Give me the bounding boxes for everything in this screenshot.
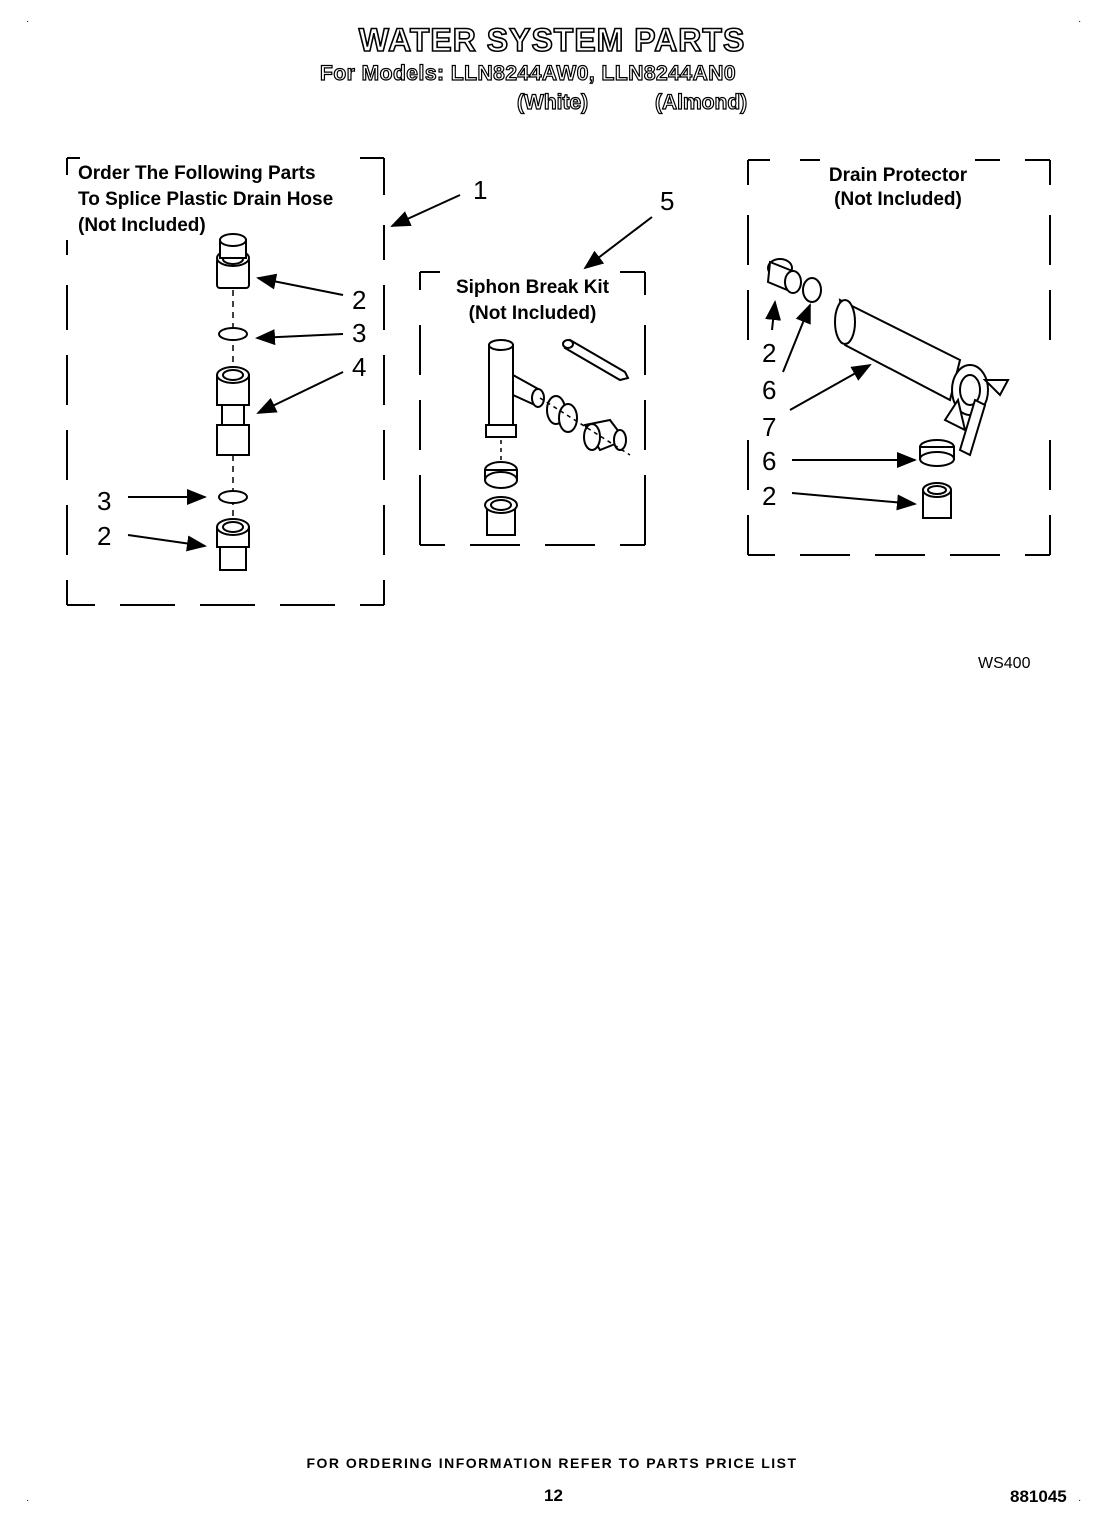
siphon-panel-frame [419,271,646,546]
color-white-label: (White) [516,90,589,114]
arrow-1 [390,194,461,227]
arrow-splice-2a [256,273,344,296]
arrow-drain-2a [765,300,782,331]
splice-heading-line2: To Splice Plastic Drain Hose [78,189,334,210]
drain-connector-bottom [922,482,952,519]
callout-drain-2a: 2 [762,338,777,368]
splice-panel-heading: Order The Following Parts To Splice Plas… [78,161,333,239]
splice-clamp-top [218,327,248,341]
page-number: 12 [544,1486,563,1505]
models-line: For Models: LLN8244AW0, LLN8244AN0 [319,61,737,85]
siphon-heading-line1: Siphon Break Kit [455,277,610,298]
arrow-splice-3a [255,329,344,346]
splice-connector-top [216,233,250,289]
callout-splice-3a: 3 [352,318,367,348]
ordering-note: FOR ORDERING INFORMATION REFER TO PARTS … [306,1455,798,1471]
siphon-panel-heading: Siphon Break Kit (Not Included) [420,275,645,327]
registration-mark: · [1078,16,1082,27]
siphon-clamp-side [546,395,578,433]
splice-connector-bottom [216,518,250,571]
drain-clamp-bottom [919,439,955,467]
drain-clamp-top [802,277,822,303]
arrow-5 [583,216,653,270]
registration-mark: · [26,16,30,27]
siphon-tee [485,339,545,438]
arrow-drain-6a [782,303,811,373]
splice-panel-frame [66,157,385,606]
arrow-drain-2b [791,492,917,511]
splice-clamp-bottom [218,490,248,504]
siphon-tie [562,338,630,382]
splice-heading-line1: Order The Following Parts [78,163,316,184]
document-number: 881045 [1010,1487,1067,1506]
callout-drain-2b: 2 [762,481,777,511]
callout-drain-7: 7 [762,412,777,442]
page-title: WATER SYSTEM PARTS [358,21,746,59]
registration-mark: · [26,1495,30,1506]
siphon-clamp-bottom [484,461,518,489]
callout-splice-2b: 2 [97,521,112,551]
splice-coupler [216,366,250,456]
arrow-splice-4 [256,371,344,414]
callout-1: 1 [473,175,488,205]
drain-heading-line1: Drain Protector [828,165,968,186]
callout-drain-6b: 6 [762,446,777,476]
callout-splice-4: 4 [352,352,367,382]
drain-connector-top [766,258,802,294]
color-almond-label: (Almond) [654,90,748,114]
drain-body [834,298,1010,457]
drain-panel-heading: Drain Protector (Not Included) [748,164,1048,212]
siphon-connector-bottom [484,496,518,536]
siphon-connector-side [583,418,627,452]
callout-splice-2a: 2 [352,285,367,315]
splice-heading-line3: (Not Included) [78,215,206,236]
drain-heading-line2: (Not Included) [834,189,962,210]
callout-5: 5 [660,186,675,216]
figure-code: WS400 [978,655,1031,672]
callout-splice-3b: 3 [97,486,112,516]
siphon-heading-line2: (Not Included) [468,303,597,324]
registration-mark: · [1078,1495,1082,1506]
drain-panel-frame [747,159,1051,556]
arrow-drain-7 [789,364,872,411]
arrow-splice-2b [127,534,207,552]
callout-drain-6a: 6 [762,375,777,405]
